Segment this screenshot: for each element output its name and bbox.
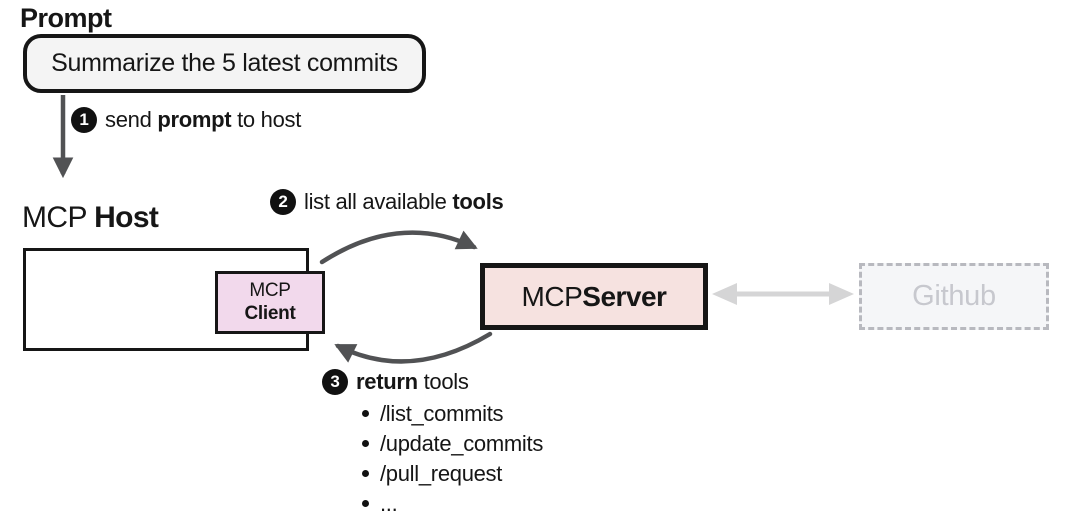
github-box: Github xyxy=(859,263,1049,330)
return-tools-arc-arrow xyxy=(334,331,493,364)
tool-item: /pull_request xyxy=(362,461,543,486)
tools-list: /list_commits /update_commits /pull_requ… xyxy=(362,401,543,516)
step-2-label: 2 list all available tools xyxy=(270,189,504,215)
bullet-icon xyxy=(362,470,369,477)
prompt-heading: Prompt xyxy=(20,3,112,33)
step-3-text: return tools xyxy=(356,369,469,394)
tool-item: /update_commits xyxy=(362,431,543,456)
step-1-text: send prompt to host xyxy=(105,107,302,132)
step-1-label: 1 send prompt to host xyxy=(71,107,301,133)
mcp-host-label: MCP Host xyxy=(22,201,159,234)
bullet-icon xyxy=(362,500,369,507)
server-github-double-arrow xyxy=(712,283,854,305)
bullet-icon xyxy=(362,410,369,417)
bullet-icon xyxy=(362,440,369,447)
prompt-bubble: Summarize the 5 latest commits xyxy=(23,34,426,93)
step-3-label: 3 return tools xyxy=(322,369,469,395)
tool-item: ... xyxy=(362,491,543,516)
mcp-client-label-line1: MCP xyxy=(249,280,291,302)
list-tools-arc-arrow xyxy=(319,230,478,265)
step-1-number-badge: 1 xyxy=(71,107,97,133)
step-2-text: list all available tools xyxy=(304,189,504,214)
tool-item: /list_commits xyxy=(362,401,543,426)
step-2-number-badge: 2 xyxy=(270,189,296,215)
step-3-number-badge: 3 xyxy=(322,369,348,395)
github-label: Github xyxy=(912,280,996,312)
prompt-bubble-text: Summarize the 5 latest commits xyxy=(51,49,398,77)
mcp-client-label-line2: Client xyxy=(244,302,296,324)
mcp-server-box: MCP Server xyxy=(480,263,708,330)
mcp-client-box: MCP Client xyxy=(215,271,325,334)
